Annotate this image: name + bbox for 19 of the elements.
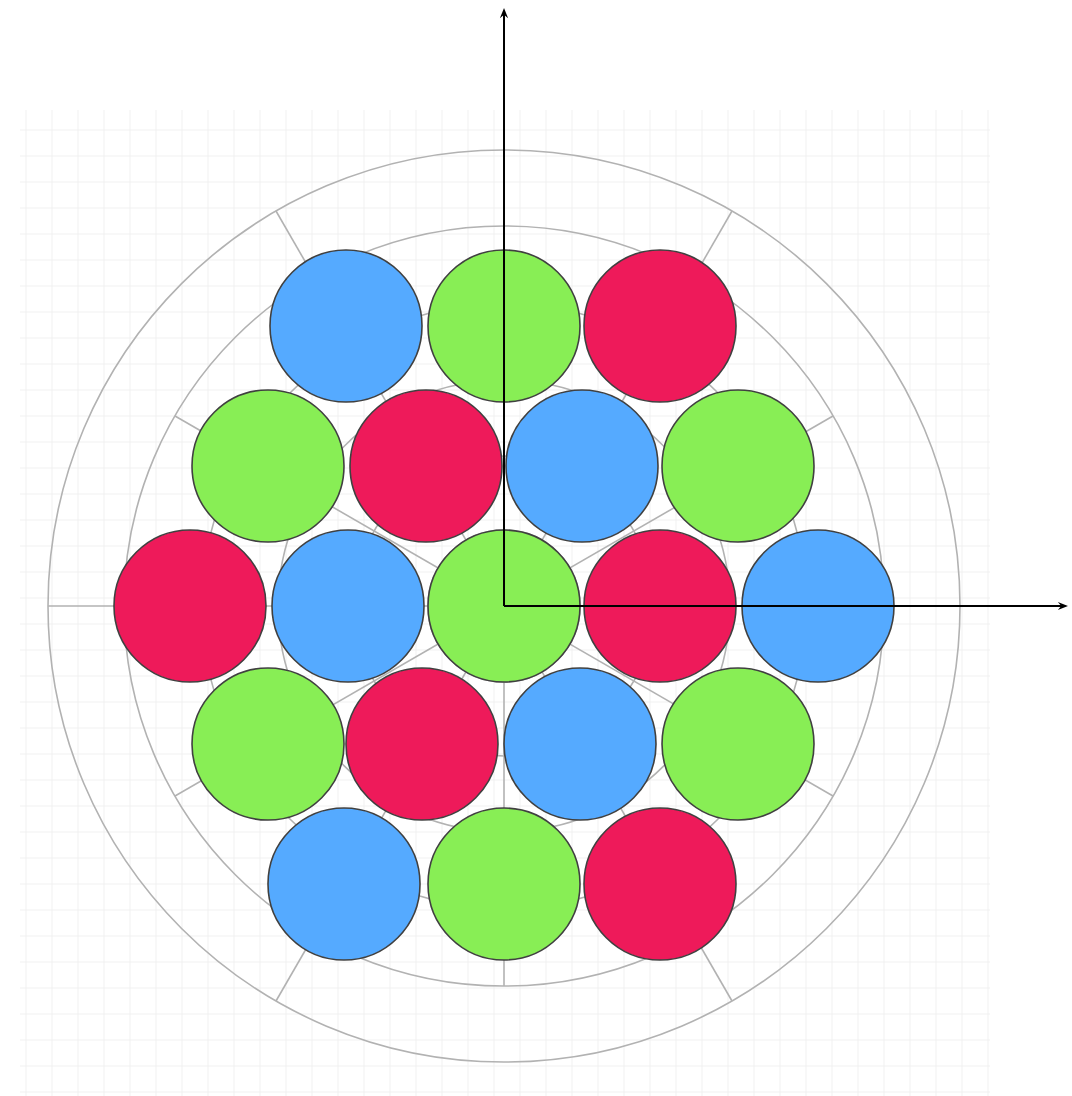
sphere [583, 249, 737, 403]
sphere [427, 529, 581, 683]
sphere [427, 249, 581, 403]
sphere [113, 529, 267, 683]
sphere [505, 389, 659, 543]
sphere [349, 389, 503, 543]
sphere [583, 807, 737, 961]
sphere [661, 389, 815, 543]
sphere [345, 667, 499, 821]
sphere [427, 807, 581, 961]
sphere [661, 667, 815, 821]
sphere [191, 667, 345, 821]
sphere [269, 249, 423, 403]
sphere [191, 389, 345, 543]
sphere [267, 807, 421, 961]
sphere [741, 529, 895, 683]
sphere [503, 667, 657, 821]
sphere [271, 529, 425, 683]
sphere [583, 529, 737, 683]
